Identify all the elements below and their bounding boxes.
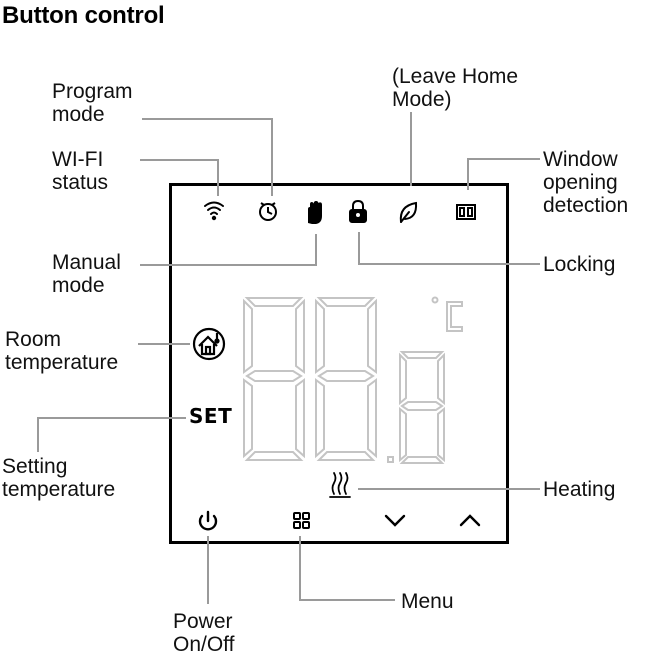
label-power: Power On/Off (173, 610, 235, 656)
label-manual-mode: Manual mode (52, 251, 121, 297)
power-button[interactable] (194, 505, 222, 535)
house-thermometer-icon (192, 327, 226, 361)
chevron-down-icon (384, 514, 406, 527)
leaf-icon (399, 201, 418, 223)
window-icon (456, 204, 476, 220)
decimal-point (387, 456, 394, 463)
menu-button[interactable] (287, 505, 315, 535)
label-heating: Heating (543, 478, 616, 501)
chevron-up-icon (459, 514, 481, 527)
page-title: Button control (2, 2, 165, 29)
down-button[interactable] (381, 505, 409, 535)
label-program-mode: Program mode (52, 80, 133, 126)
label-menu: Menu (401, 590, 454, 613)
heating-icon (329, 472, 351, 498)
label-locking: Locking (543, 253, 616, 276)
leader-manual (140, 234, 317, 266)
label-room-temperature: Room temperature (5, 328, 119, 374)
set-indicator: SET (189, 404, 233, 428)
digit-1 (243, 297, 305, 461)
digit-3 (399, 351, 445, 464)
leader-lines (37, 112, 540, 604)
label-leave-home-mode: (Leave Home Mode) (392, 65, 519, 111)
leader-setting-temp (37, 417, 186, 452)
wifi-icon (204, 201, 224, 221)
lock-icon (349, 199, 367, 223)
clock-icon (259, 202, 277, 221)
leader-wifi (140, 159, 219, 196)
label-wifi-status: WI-FI status (52, 148, 109, 194)
celsius-c (446, 301, 463, 332)
thermostat-panel (169, 183, 509, 544)
leader-program-mode (142, 118, 273, 196)
up-button[interactable] (456, 505, 484, 535)
hand-icon (308, 201, 322, 224)
seven-segment-display (243, 296, 463, 464)
degree-mark (431, 296, 439, 304)
leader-locking (358, 232, 540, 265)
power-icon (198, 510, 218, 531)
leader-window (467, 158, 540, 190)
label-window-detection: Window opening detection (543, 148, 629, 217)
leader-menu (299, 536, 395, 601)
menu-grid-icon (293, 512, 310, 529)
digit-2 (315, 297, 377, 461)
label-setting-temperature: Setting temperature (2, 455, 116, 501)
